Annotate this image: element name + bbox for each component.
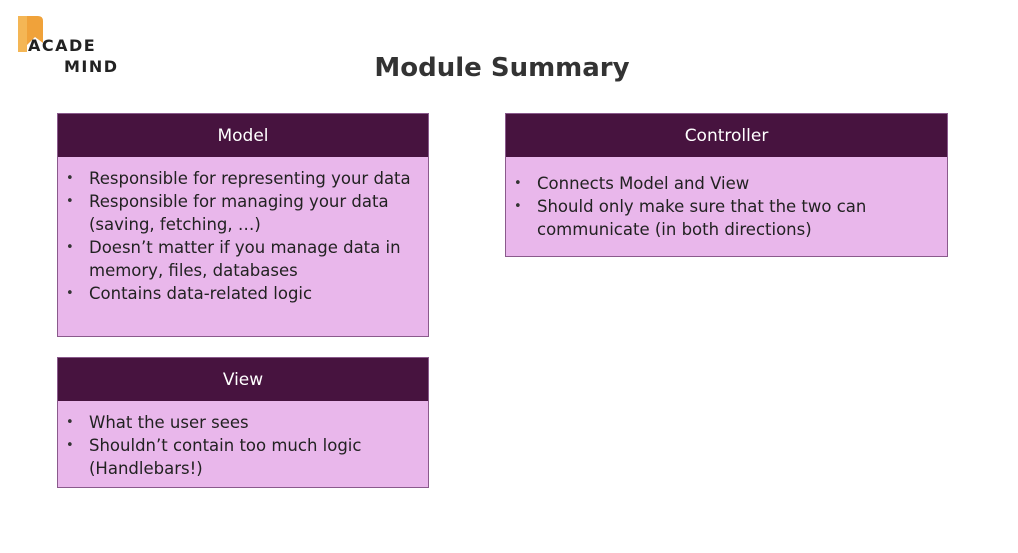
controller-box-header: Controller — [506, 114, 947, 157]
controller-bullet-item: Should only make sure that the two can c… — [514, 195, 937, 241]
view-bullet-item: What the user sees — [66, 411, 418, 434]
academind-logo: ACADE MIND — [18, 16, 128, 78]
logo-text-line1: ACADE — [28, 36, 97, 55]
model-box: Model Responsible for representing your … — [57, 113, 429, 337]
view-bullet-list: What the user sees Shouldn’t contain too… — [58, 401, 428, 488]
flag-icon — [18, 16, 43, 52]
controller-box: Controller Connects Model and View Shoul… — [505, 113, 948, 257]
slide-title: Module Summary — [374, 53, 630, 83]
view-bullet-item: Shouldn’t contain too much logic (Handle… — [66, 434, 418, 480]
model-bullet-item: Contains data-related logic — [66, 282, 418, 305]
model-box-header: Model — [58, 114, 428, 157]
controller-bullet-list: Connects Model and View Should only make… — [506, 157, 947, 249]
model-bullet-item: Doesn’t matter if you manage data in mem… — [66, 236, 418, 282]
model-bullet-list: Responsible for representing your data R… — [58, 157, 428, 313]
controller-bullet-item: Connects Model and View — [514, 172, 937, 195]
view-box: View What the user sees Shouldn’t contai… — [57, 357, 429, 488]
model-bullet-item: Responsible for representing your data — [66, 167, 418, 190]
logo-text-line2: MIND — [64, 57, 119, 76]
model-bullet-item: Responsible for managing your data (savi… — [66, 190, 418, 236]
view-box-header: View — [58, 358, 428, 401]
